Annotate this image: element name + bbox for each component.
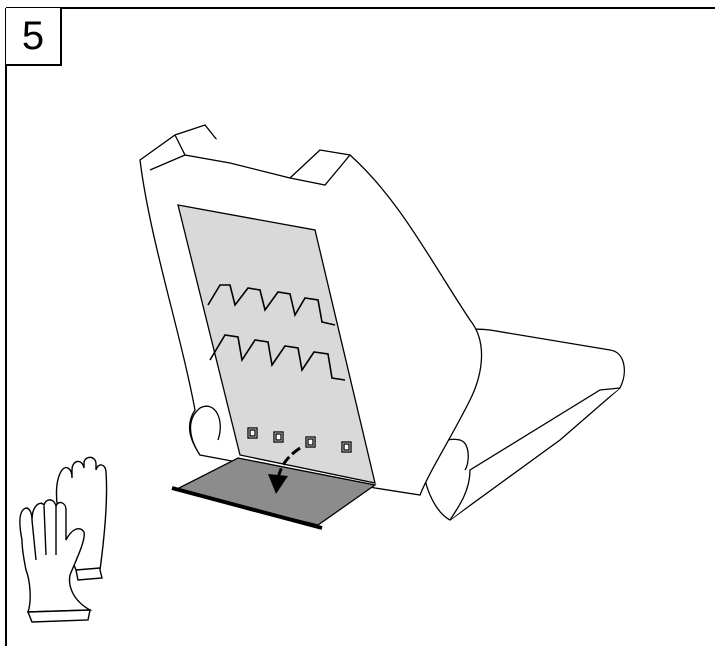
clips — [247, 427, 352, 453]
panel-frame — [5, 7, 715, 646]
springs — [207, 284, 346, 381]
flap-edge — [171, 486, 323, 530]
back-panel — [177, 204, 376, 484]
gloves-icon — [19, 456, 108, 623]
arrow-icon — [268, 446, 301, 494]
step-number-box: 5 — [6, 8, 62, 66]
step-number: 5 — [21, 14, 45, 58]
